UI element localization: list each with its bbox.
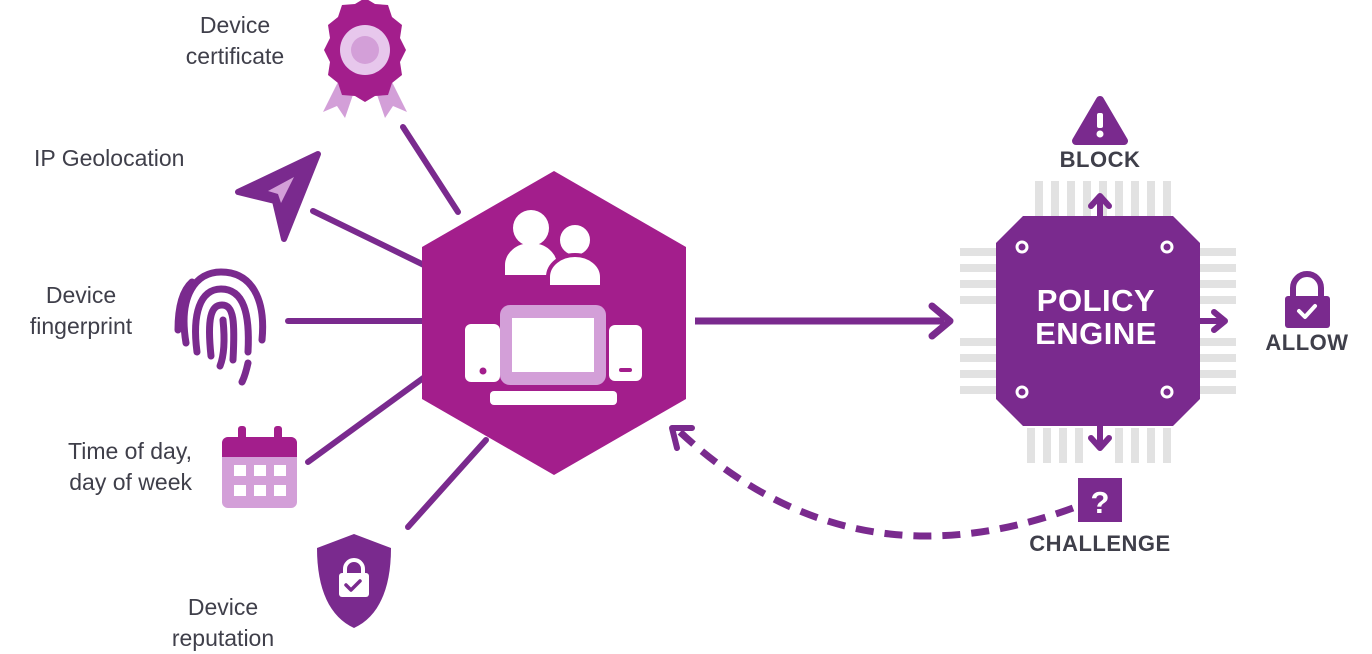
label-time-of-day: Time of day, day of week	[10, 436, 192, 498]
label-device-certificate: Device certificate	[160, 10, 310, 72]
label-line: fingerprint	[29, 313, 133, 339]
chip-body	[996, 216, 1200, 426]
label-line: Device	[199, 12, 271, 38]
label-ip-geolocation: IP Geolocation	[34, 143, 184, 174]
label-line: Device	[45, 282, 117, 308]
connector-geolocation	[310, 208, 429, 269]
calendar-icon	[222, 426, 297, 508]
svg-text:?: ?	[1091, 485, 1110, 520]
connector-certificate	[400, 124, 461, 215]
policy-engine-label: POLICY ENGINE	[996, 284, 1196, 350]
policy-engine-chip	[960, 181, 1236, 463]
device-hub	[422, 171, 686, 475]
outcome-block-label: BLOCK	[1059, 147, 1141, 172]
location-arrow-icon	[235, 151, 321, 242]
label-line: Time of day,	[68, 438, 192, 464]
laptop-icon	[490, 305, 617, 405]
outcome-challenge-label: CHALLENGE	[1029, 531, 1171, 556]
label-line: reputation	[171, 625, 275, 651]
label-device-fingerprint: Device fingerprint	[6, 280, 156, 342]
question-icon: ?	[1078, 478, 1122, 522]
connector-calendar	[305, 373, 429, 465]
label-line: Device	[187, 594, 259, 620]
engine-line: POLICY	[1036, 283, 1156, 318]
challenge-feedback-arrow	[669, 425, 1075, 540]
warning-icon	[1072, 96, 1128, 145]
certificate-icon	[323, 0, 407, 118]
padlock-check-icon	[1285, 271, 1330, 328]
label-line: IP Geolocation	[34, 145, 185, 171]
outcome-allow-label: ALLOW	[1265, 330, 1349, 355]
engine-line: ENGINE	[1035, 316, 1157, 351]
label-line: day of week	[69, 469, 192, 495]
hub-to-engine-arrow	[695, 302, 954, 340]
label-line: certificate	[185, 43, 285, 69]
connector-reputation	[405, 437, 489, 530]
chip-pins	[960, 181, 1236, 463]
engine-output-arrows	[1088, 193, 1228, 451]
chip-dots	[1015, 240, 1174, 399]
label-device-reputation: Device reputation	[148, 592, 298, 654]
phone-icon	[609, 325, 642, 381]
input-connectors	[285, 124, 489, 530]
users-icon	[505, 210, 604, 289]
tablet-icon	[465, 324, 500, 382]
fingerprint-icon	[174, 268, 267, 386]
shield-lock-icon	[317, 534, 391, 628]
